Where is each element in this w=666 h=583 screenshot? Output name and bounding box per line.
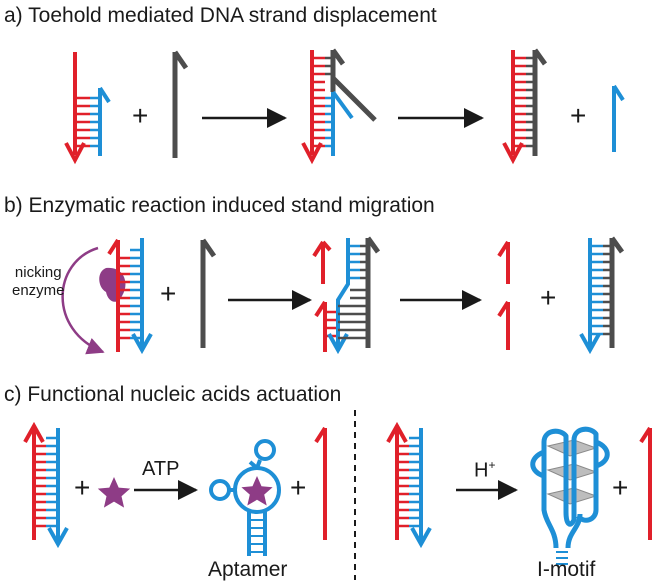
panel-b-red-fragments (497, 240, 510, 350)
imotif-caption: I-motif (537, 558, 596, 581)
nicking-label-line1: nicking (14, 264, 62, 281)
aptamer-caption: Aptamer (208, 558, 288, 581)
plus-sign-b2: + (540, 282, 557, 313)
panel-b-duplex-start (107, 238, 153, 355)
panel-b-strands (61, 236, 625, 355)
plus-sign-c2: + (290, 472, 307, 503)
panel-a-duplex-start (64, 52, 111, 165)
panel-b-intermediate (312, 236, 381, 355)
bound-atp-star-icon (241, 476, 273, 506)
panel-b-title: b) Enzymatic reaction induced stand migr… (4, 194, 435, 218)
plus-sign-c3: + (612, 472, 629, 503)
imotif-structure (530, 426, 610, 565)
atp-star-icon (97, 477, 131, 508)
h-plus-superscript: + (488, 458, 496, 472)
atp-label: ATP (142, 458, 180, 480)
panel-b-product-duplex (579, 236, 625, 355)
nicking-arrow (61, 246, 105, 355)
plus-sign-a2: + (570, 100, 587, 131)
panel-b-invader-strand (200, 238, 217, 348)
panel-c-title: c) Functional nucleic acids actuation (4, 383, 341, 407)
plus-sign-a1: + (132, 100, 149, 131)
panel-a-title: a) Toehold mediated DNA strand displacem… (4, 4, 437, 28)
aptamer-structure (209, 439, 281, 556)
panel-a-invader-strand (172, 50, 189, 158)
panel-c-strands (23, 410, 652, 580)
aptamer-stem-rungs (249, 519, 265, 553)
panel-a-letter: a) (4, 4, 23, 27)
panel-a-strands (64, 48, 625, 165)
panel-a-product-duplex (502, 48, 548, 165)
panel-c-released-red-1 (314, 426, 327, 540)
panel-a-released-strand (612, 84, 625, 152)
h-plus-label: H+ (474, 458, 495, 483)
panel-c-released-red-2 (639, 426, 652, 540)
nicking-enzyme-label: nicking enzyme (12, 264, 65, 300)
panel-c-duplex-imotif (386, 421, 432, 549)
panel-c-title-text: Functional nucleic acids actuation (27, 383, 342, 406)
panel-b-title-text: Enzymatic reaction induced stand migrati… (28, 194, 435, 217)
plus-sign-b1: + (160, 278, 177, 309)
panel-c-duplex-aptamer (23, 421, 69, 549)
panel-c-letter: c) (4, 383, 22, 406)
panel-b-letter: b) (4, 194, 23, 217)
nicking-label-line2: enzyme (12, 282, 65, 299)
panel-a-title-text: Toehold mediated DNA strand displacement (28, 4, 437, 27)
panel-a-intermediate (301, 48, 377, 165)
h-plus-text: H (474, 459, 489, 482)
plus-sign-c1: + (74, 472, 91, 503)
